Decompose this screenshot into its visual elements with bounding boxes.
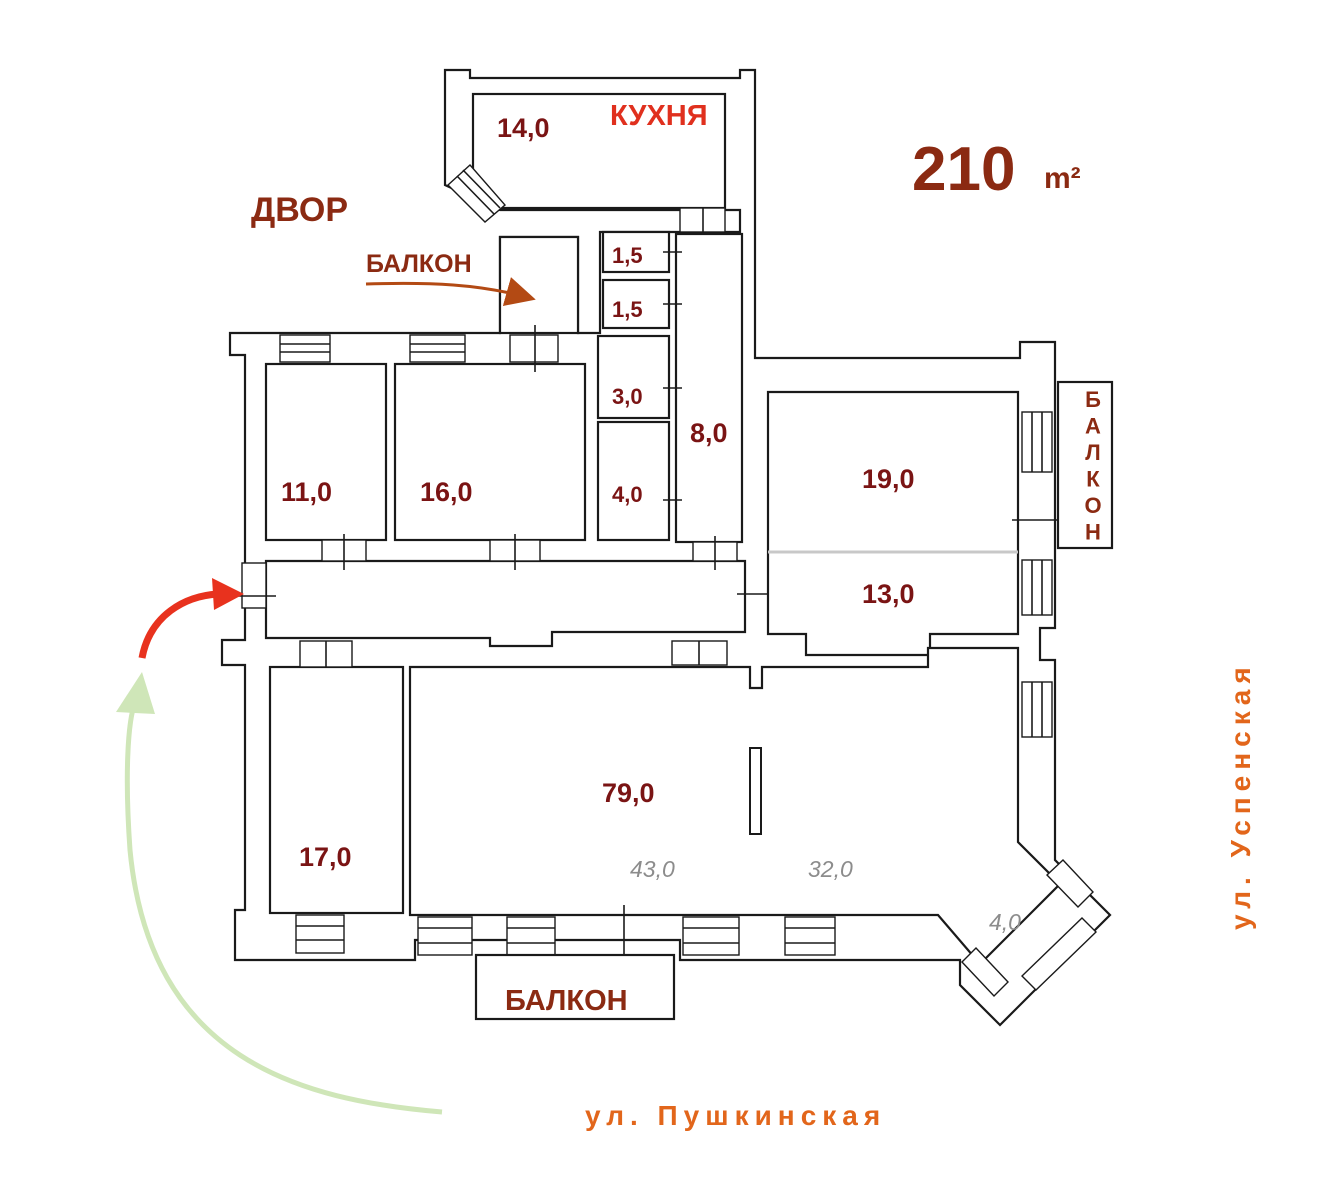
bay-area: 4,0 — [989, 909, 1021, 935]
storage-ticks — [663, 251, 682, 501]
corridor-doors — [236, 534, 776, 609]
corridor-room — [674, 232, 744, 544]
street-bottom-label: ул. Пушкинская — [585, 1100, 886, 1131]
lower-left-windows — [295, 640, 728, 954]
kitchen-room — [471, 92, 727, 210]
right-windows — [1012, 411, 1060, 738]
yard-balcony — [498, 235, 580, 335]
room-13-area: 13,0 — [862, 579, 915, 609]
street-right-label: ул. Успенская — [1225, 661, 1256, 930]
entrance-arrow-red — [138, 590, 219, 659]
storage-2-room — [601, 278, 671, 330]
entrance-arrowhead-green — [116, 672, 155, 714]
right-balcony-label: БАЛКОН — [1084, 387, 1101, 545]
hall-windows — [417, 859, 1097, 998]
right-balcony-letter: А — [1085, 414, 1101, 439]
bottom-balcony-label: БАЛКОН — [505, 985, 628, 1017]
corridor-area: 8,0 — [690, 418, 728, 448]
yard-balcony-label: БАЛКОН — [366, 250, 472, 278]
storage-4-area: 4,0 — [612, 482, 643, 507]
storage-4-room — [596, 420, 671, 542]
total-area-value: 210 — [912, 135, 1015, 204]
right-balcony-letter: Л — [1085, 440, 1100, 465]
storage-3-area: 3,0 — [612, 384, 643, 409]
right-balcony-letter: Б — [1085, 387, 1101, 412]
storage-1-area: 1,5 — [612, 243, 643, 268]
main-corridor — [264, 559, 747, 648]
storage-3-room — [596, 334, 671, 420]
entrance-arrowhead-red — [212, 578, 244, 610]
hall-area: 79,0 — [602, 778, 655, 808]
kitchen-label: КУХНЯ — [610, 100, 708, 132]
room-16-area: 16,0 — [420, 477, 473, 507]
kitchen-window-diagonal — [446, 164, 506, 223]
room-19-13-room — [766, 390, 1020, 657]
hall-room — [408, 646, 1062, 966]
balcony-pointer-arrow — [365, 277, 536, 306]
room-11-room — [264, 362, 388, 542]
room-11-area: 11,0 — [281, 477, 332, 507]
entrance-arrow-green — [124, 698, 443, 1115]
right-balcony — [1056, 380, 1114, 550]
hall-right-area: 32,0 — [808, 856, 853, 882]
total-area-unit: m² — [1044, 162, 1081, 195]
kitchen-area: 14,0 — [497, 113, 550, 143]
room-17-room — [268, 665, 405, 915]
room-19-area: 19,0 — [862, 464, 915, 494]
storage-2-area: 1,5 — [612, 297, 643, 322]
right-balcony-letter: К — [1086, 467, 1100, 492]
room-17-area: 17,0 — [299, 842, 352, 872]
room-16-room — [393, 362, 587, 542]
right-balcony-letter: О — [1084, 493, 1101, 518]
hall-partition — [749, 747, 762, 835]
right-balcony-letter: Н — [1085, 520, 1101, 545]
hall-left-area: 43,0 — [630, 856, 675, 882]
bottom-balcony — [474, 953, 676, 1021]
upper-windows — [279, 325, 559, 372]
storage-1-room — [601, 230, 671, 274]
yard-label: ДВОР — [251, 191, 348, 229]
